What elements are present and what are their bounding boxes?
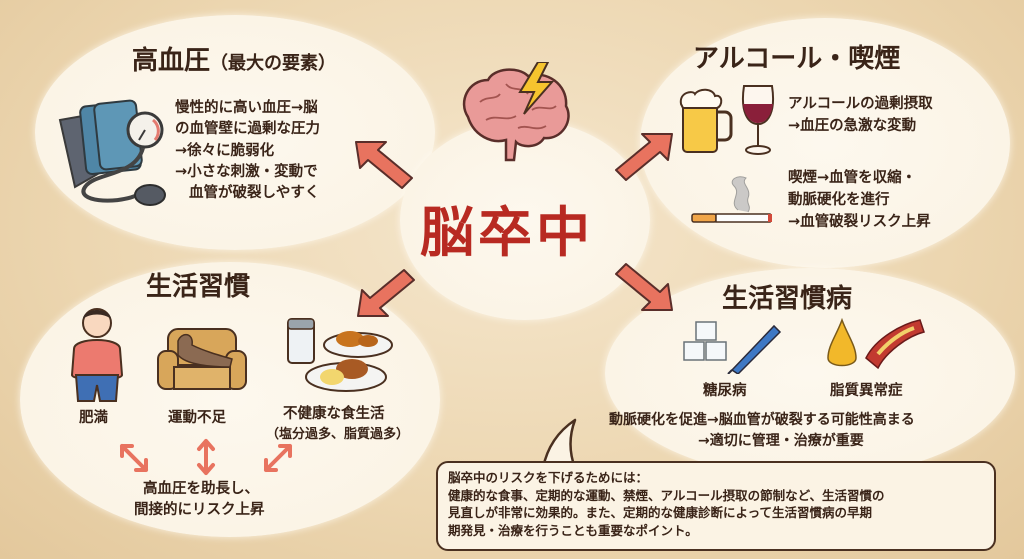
disease-item-dyslipidemia: 脂質異常症 [830, 383, 903, 399]
alcohol-smoking-title: アルコール・喫煙 [693, 44, 901, 74]
callout-tail [541, 418, 577, 468]
disease-item-diabetes: 糖尿病 [703, 383, 747, 399]
oil-drop-artery-icon [826, 317, 926, 374]
lifestyle-item-lack-of-exercise: 運動不足 [168, 410, 226, 426]
hypertension-title: 高血圧（最大の要素） [132, 46, 337, 76]
lifestyle-item-unhealthy-diet: 不健康な食生活 [283, 406, 385, 422]
blood-pressure-monitor-icon [55, 92, 170, 212]
couch-potato-icon [156, 325, 248, 397]
center-title: 脳卒中 [420, 201, 594, 264]
lifestyle-item-obesity: 肥満 [79, 410, 108, 426]
obese-person-icon [66, 305, 128, 405]
center-bubble [400, 120, 650, 320]
arrow-to-lifestyle-disease [615, 263, 673, 311]
arrow-to-alcohol-smoking [615, 133, 673, 181]
double-arrow-diet [264, 444, 292, 472]
lifestyle-summary-line-1: 高血圧を助長し、 [143, 481, 259, 497]
lifestyle-title: 生活習慣 [146, 272, 251, 302]
arrow-to-lifestyle [357, 269, 415, 317]
salt-fried-food-icon [284, 315, 394, 397]
wine-glass-icon [738, 82, 778, 158]
advice-callout: 脳卒中のリスクを下げるためには： 健康的な食事、定期的な運動、禁煙、アルコール摂… [436, 461, 996, 551]
double-arrow-obesity [120, 444, 148, 472]
double-arrow-exercise [197, 439, 215, 475]
beer-mug-icon [677, 86, 735, 156]
sugar-insulin-pen-icon [682, 318, 782, 375]
lifestyle-disease-bubble [605, 268, 1015, 478]
lifestyle-item-unhealthy-diet-detail: （塩分過多、脂質過多） [266, 427, 410, 442]
lifestyle-disease-line-1: 動脈硬化を促進→脳血管が破裂する可能性高まる [609, 412, 915, 428]
lifestyle-summary-line-2: 間接的にリスク上昇 [134, 502, 265, 518]
cigarette-icon [690, 172, 775, 227]
lifestyle-disease-line-2: →適切に管理・治療が重要 [698, 433, 864, 449]
lifestyle-disease-title: 生活習慣病 [722, 284, 853, 314]
arrow-to-hypertension [355, 141, 413, 189]
brain-lightning-icon [456, 61, 576, 167]
